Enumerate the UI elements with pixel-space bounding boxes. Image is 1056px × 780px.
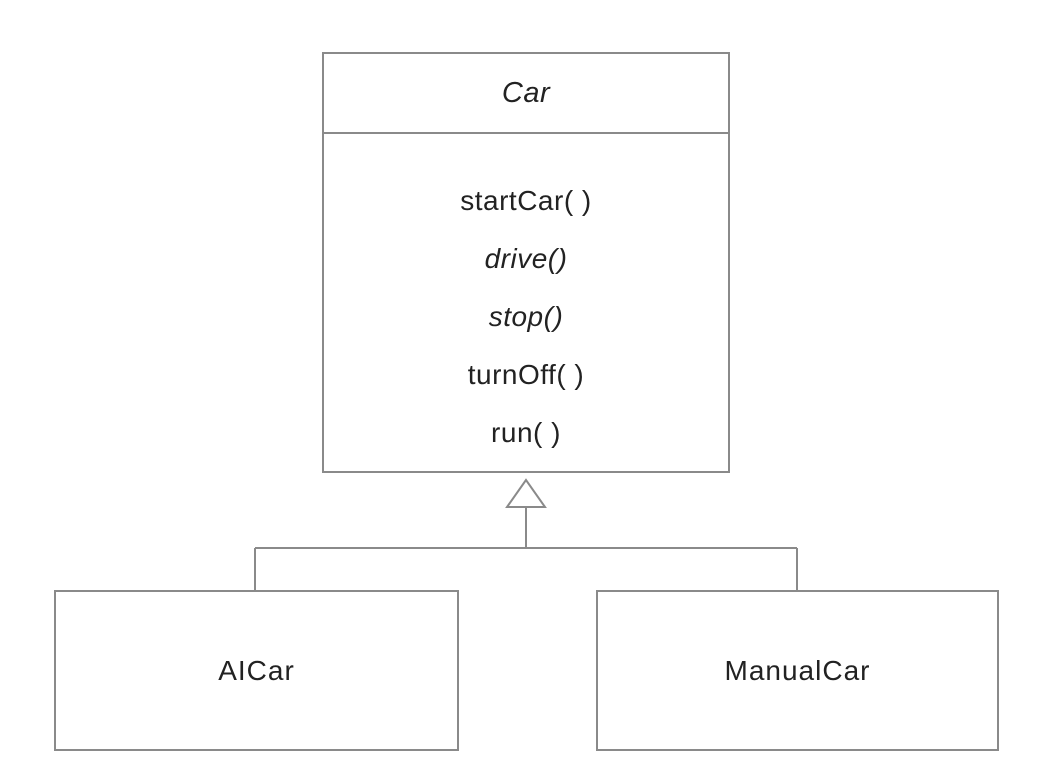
method-start-car: startCar( ) [460, 185, 592, 216]
method-turn-off: turnOff( ) [467, 359, 585, 390]
methods-compartment: startCar( ) drive() stop() turnOff( ) ru… [324, 134, 728, 462]
method-stop: stop() [488, 301, 564, 332]
class-name-manualcar: ManualCar [724, 654, 871, 686]
class-box-aicar: AICar [54, 590, 459, 751]
method-run: run( ) [491, 417, 561, 448]
method-drive: drive() [484, 243, 568, 274]
class-name-compartment: Car [324, 54, 728, 134]
generalization-arrowhead [505, 478, 547, 508]
class-box-manualcar: ManualCar [596, 590, 999, 751]
class-name-car: Car [501, 76, 551, 109]
class-name-aicar: AICar [218, 654, 295, 686]
class-box-car: Car startCar( ) drive() stop() turnOff( … [322, 52, 730, 473]
